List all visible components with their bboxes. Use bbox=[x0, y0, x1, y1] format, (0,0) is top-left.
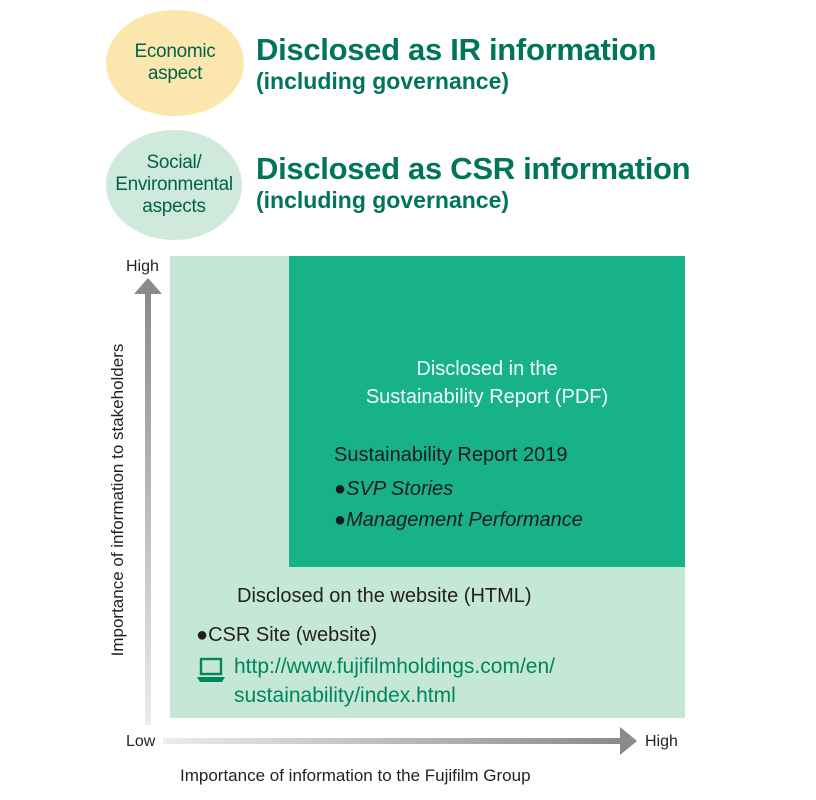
inner-title-line1: Disclosed in the bbox=[416, 358, 558, 380]
sustainability-report-title: Disclosed in the Sustainability Report (… bbox=[289, 355, 685, 411]
ir-heading-main: Disclosed as IR information bbox=[256, 32, 657, 67]
website-disclosure-title: Disclosed on the website (HTML) bbox=[237, 585, 532, 607]
y-axis-high-label: High bbox=[126, 258, 159, 275]
csr-site-label: CSR Site (website) bbox=[208, 624, 378, 646]
y-axis-arrow bbox=[145, 290, 151, 725]
url-line2[interactable]: sustainability/index.html bbox=[234, 684, 456, 707]
csr-disclosure-heading: Disclosed as CSR information (including … bbox=[256, 151, 691, 214]
ir-disclosure-heading: Disclosed as IR information (including g… bbox=[256, 33, 656, 95]
x-axis-label: Importance of information to the Fujifil… bbox=[180, 766, 531, 785]
x-axis-high-label: High bbox=[645, 733, 678, 750]
bullet-icon: ● bbox=[334, 509, 347, 531]
report-name: Sustainability Report 2019 bbox=[334, 444, 568, 466]
report-item-label: SVP Stories bbox=[346, 478, 454, 500]
y-axis-arrowhead bbox=[134, 278, 162, 294]
social-environmental-label: Social/ Environmental aspects bbox=[115, 152, 233, 217]
x-axis-arrowhead bbox=[620, 727, 637, 755]
y-axis-label: Importance of information to stakeholder… bbox=[108, 343, 127, 657]
report-item-label: Management Performance bbox=[346, 509, 583, 531]
x-axis-low-label: Low bbox=[126, 733, 156, 750]
csr-heading-main: Disclosed as CSR information bbox=[256, 151, 691, 186]
laptop-icon bbox=[197, 657, 225, 682]
report-item: ●Management Performance bbox=[334, 509, 583, 532]
x-axis-arrow bbox=[163, 738, 623, 744]
bullet-icon: ● bbox=[334, 478, 347, 500]
ir-heading-sub: (including governance) bbox=[256, 68, 510, 94]
social-environmental-ellipse: Social/ Environmental aspects bbox=[106, 130, 242, 240]
csr-site-link[interactable]: http://www.fujifilmholdings.com/en/ sust… bbox=[234, 652, 555, 710]
url-line1[interactable]: http://www.fujifilmholdings.com/en/ bbox=[234, 655, 555, 678]
csr-site-item: ●CSR Site (website) bbox=[196, 624, 377, 647]
bullet-icon: ● bbox=[196, 624, 209, 646]
csr-heading-sub: (including governance) bbox=[256, 187, 510, 213]
inner-title-line2: Sustainability Report (PDF) bbox=[365, 386, 609, 408]
sustainability-report-area bbox=[289, 256, 685, 567]
economic-aspect-ellipse: Economic aspect bbox=[106, 10, 244, 116]
report-item: ●SVP Stories bbox=[334, 478, 453, 501]
economic-aspect-label: Economic aspect bbox=[134, 41, 216, 84]
